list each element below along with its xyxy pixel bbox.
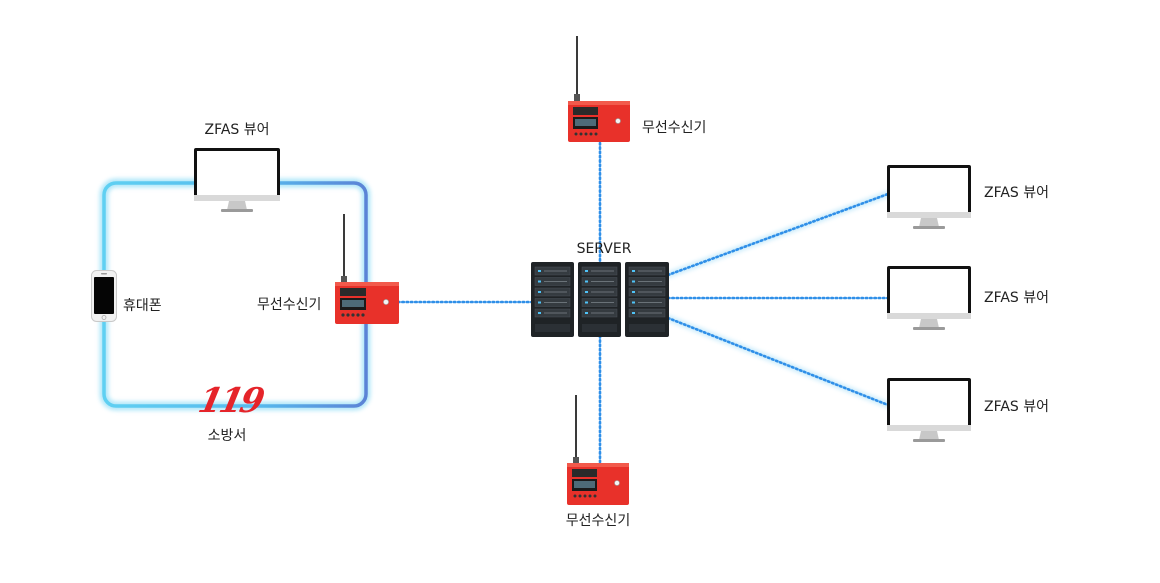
receiver-bottom-label: 무선수신기: [565, 513, 631, 529]
server-slot-line: [638, 291, 662, 293]
receiver-left-label: 무선수신기: [257, 297, 322, 313]
phone-label: 휴대폰: [123, 298, 162, 314]
link-server-viewer-right-3: [666, 316, 890, 407]
server-led: [585, 312, 588, 314]
server-base-panel: [535, 324, 570, 332]
viewer-left-monitor-icon[interactable]: [193, 147, 281, 215]
server-slot-line: [638, 302, 662, 303]
viewer-right-3-label: ZFAS 뷰어: [984, 399, 1050, 415]
server-slot-line: [638, 281, 662, 282]
server-slot-line: [591, 291, 614, 293]
server-led: [585, 270, 588, 272]
server-led: [538, 312, 541, 314]
server-led: [632, 270, 635, 272]
server-led: [538, 270, 541, 272]
local-network-loop: [99, 178, 371, 411]
viewer-right-2-monitor-icon[interactable]: [886, 265, 972, 333]
server-label: SERVER: [576, 241, 632, 257]
server-led: [585, 291, 588, 293]
link-server-viewer-right-1: [666, 192, 890, 277]
viewer-right-2-label: ZFAS 뷰어: [984, 290, 1050, 306]
viewer-right-1-label: ZFAS 뷰어: [984, 185, 1050, 201]
server-slot-line: [544, 312, 567, 314]
phone-smartphone-icon[interactable]: [91, 270, 117, 322]
server-slot-line: [544, 302, 567, 303]
server-led: [538, 280, 541, 283]
fire-station-label: 소방서: [207, 428, 247, 444]
viewer-left-label: ZFAS 뷰어: [204, 122, 270, 138]
server-slot-line: [591, 281, 614, 282]
receiver-top-wireless-receiver-icon[interactable]: [567, 36, 631, 144]
receiver-top-label: 무선수신기: [642, 120, 707, 136]
server-led: [538, 301, 541, 304]
dotted-links: [395, 140, 891, 465]
receiver-left-wireless-receiver-icon[interactable]: [334, 214, 400, 326]
viewer-right-3-monitor-icon[interactable]: [886, 377, 972, 445]
server-slot-line: [544, 270, 567, 272]
server-slot-line: [638, 270, 662, 272]
server-led: [632, 280, 635, 283]
server-base-panel: [582, 324, 617, 332]
server-slot-line: [591, 270, 614, 272]
server-slot-line: [638, 312, 662, 314]
fire-119-logo: 119: [194, 381, 266, 421]
server-slot-line: [591, 302, 614, 303]
server-slot-line: [544, 281, 567, 282]
server-led: [585, 301, 588, 304]
server-led: [585, 280, 588, 283]
server-base-panel: [629, 324, 665, 332]
server-led: [538, 291, 541, 293]
server-rack-icon[interactable]: [531, 262, 669, 337]
server-slot-line: [544, 291, 567, 293]
server-slot-line: [591, 312, 614, 314]
receiver-bottom-wireless-receiver-icon[interactable]: [566, 395, 630, 507]
server-led: [632, 301, 635, 304]
server-led: [632, 312, 635, 314]
viewer-right-1-monitor-icon[interactable]: [886, 164, 972, 232]
server-led: [632, 291, 635, 293]
